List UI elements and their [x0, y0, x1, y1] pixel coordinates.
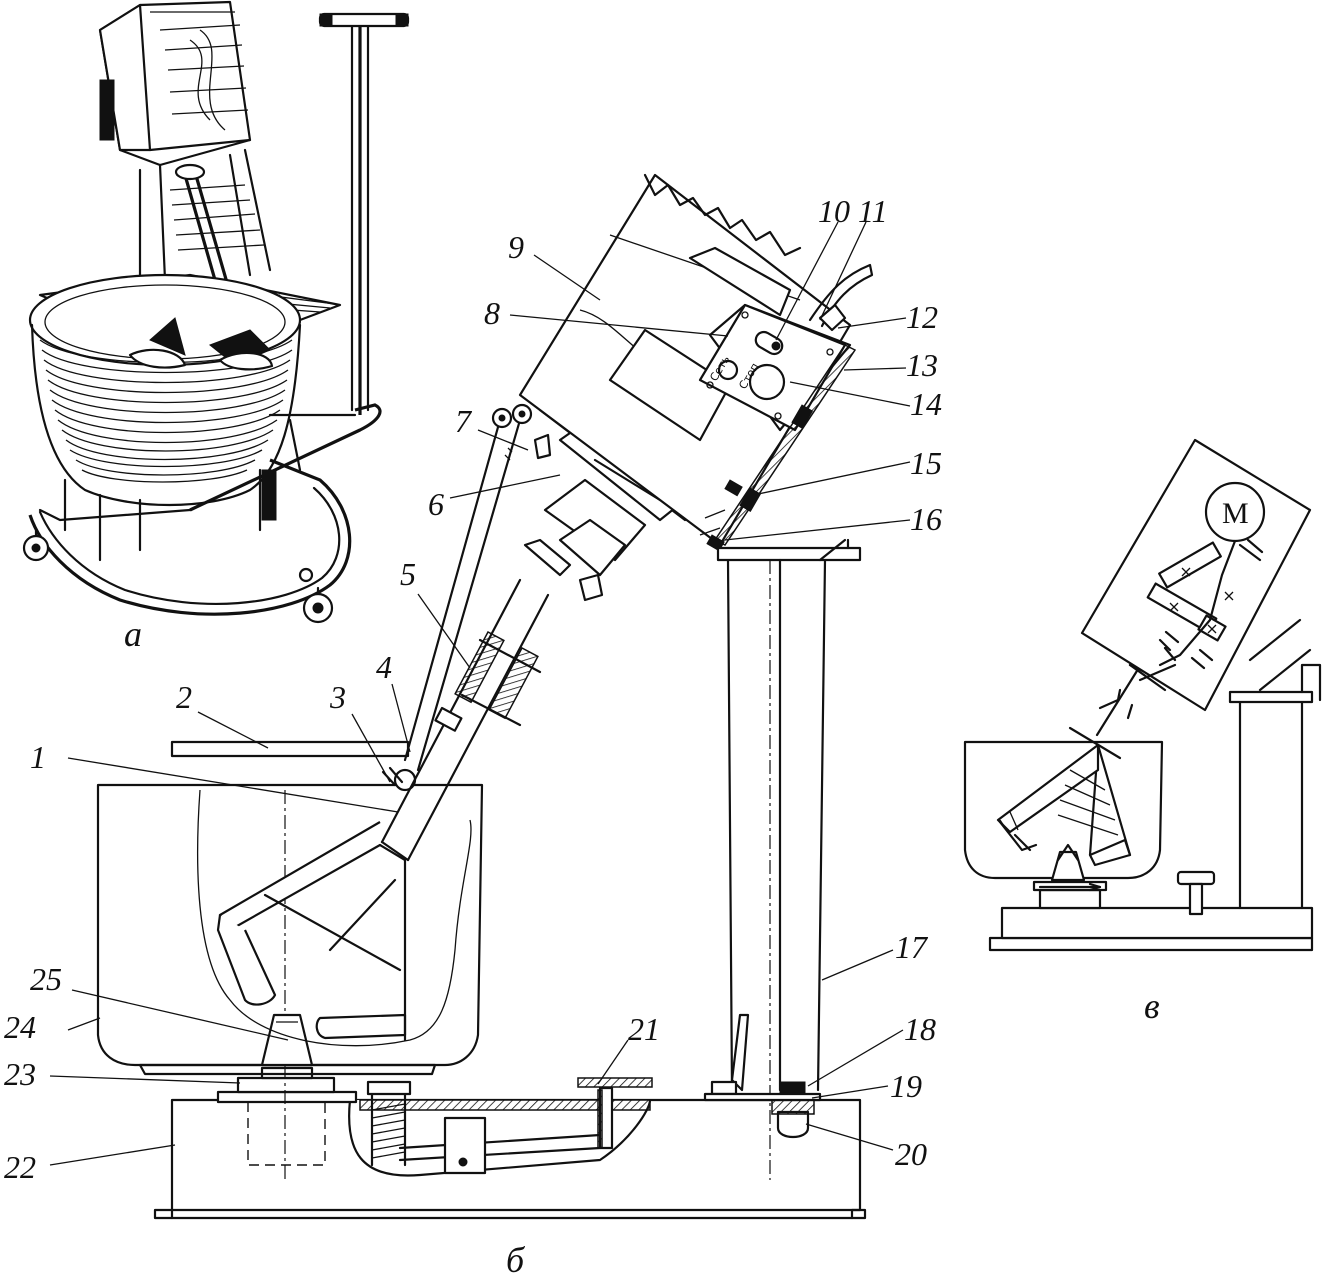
- label-6: 6: [428, 486, 444, 522]
- label-25: 25: [30, 961, 62, 997]
- label-8: 8: [484, 295, 500, 331]
- figure-letter-a: а: [124, 614, 142, 654]
- label-14: 14: [910, 386, 942, 422]
- figure-letter-v: в: [1144, 986, 1160, 1026]
- label-12: 12: [906, 299, 938, 335]
- label-15: 15: [910, 445, 942, 481]
- label-7: 7: [455, 403, 473, 439]
- label-16: 16: [910, 501, 942, 537]
- label-9: 9: [508, 229, 524, 265]
- label-22: 22: [4, 1149, 36, 1185]
- label-21: 21: [628, 1011, 660, 1047]
- label-5: 5: [400, 556, 416, 592]
- label-23: 23: [4, 1056, 36, 1092]
- figure-letter-b: б: [506, 1240, 526, 1278]
- label-2: 2: [176, 679, 192, 715]
- label-20: 20: [895, 1136, 927, 1172]
- label-11: 11: [858, 193, 888, 229]
- label-3: 3: [329, 679, 346, 715]
- view-b-section: Сеть Стоп: [96, 173, 874, 1220]
- label-13: 13: [906, 347, 938, 383]
- label-10: 10: [818, 193, 850, 229]
- view-a-perspective: [22, 0, 410, 624]
- label-19: 19: [890, 1068, 922, 1104]
- view-v-kinematic-scheme: M: [963, 438, 1322, 952]
- label-24: 24: [4, 1009, 36, 1045]
- label-17: 17: [895, 929, 929, 965]
- label-18: 18: [904, 1011, 936, 1047]
- part-number-labels: 1 2 3 4 5 6 7 8 9 10 11 12 13 14 15 16 1…: [4, 193, 942, 1185]
- label-4: 4: [376, 649, 392, 685]
- motor-symbol: M: [1222, 497, 1249, 530]
- leader-lines: [49, 221, 911, 1166]
- label-1: 1: [30, 739, 46, 775]
